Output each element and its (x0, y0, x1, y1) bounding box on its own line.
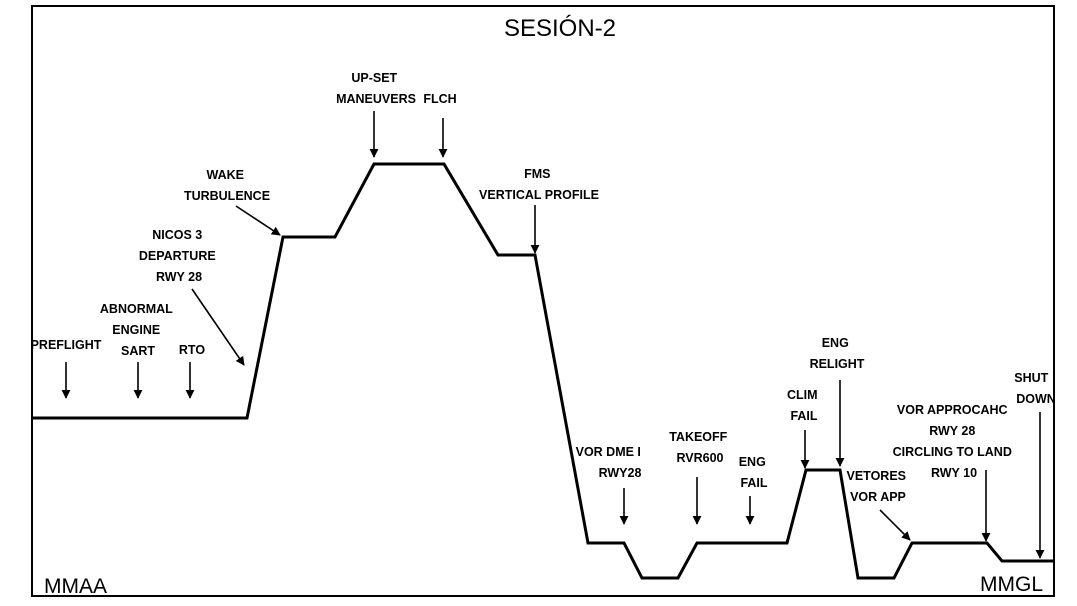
preflight-label: PREFLIGHT (31, 338, 102, 352)
vetores-label: VETORES VOR APP (847, 469, 910, 504)
flch-label: FLCH (423, 92, 456, 106)
rto-label: RTO (179, 343, 205, 357)
clim-fail-label: CLIM FAIL (787, 388, 821, 423)
diagram-title: SESIÓN-2 (504, 15, 616, 42)
flight-profile-line (33, 162, 1055, 580)
fms-label: FMS VERTICAL PROFILE (479, 167, 599, 202)
destination-label: MMGL (980, 573, 1043, 596)
shutdown-label: SHUT DOWN (1014, 371, 1056, 406)
vetores-arrow (879, 509, 911, 541)
wake-turbulence-label: WAKE TURBULENCE (184, 168, 270, 203)
takeoff-label: TAKEOFF RVR600 (669, 430, 731, 465)
departure-label: NICOS 3 DEPARTURE RWY 28 (139, 228, 219, 284)
upset-label: UP-SET MANEUVERS (336, 71, 416, 106)
wake-turbulence-arrow (235, 205, 281, 236)
diagram-frame (31, 5, 1055, 597)
departure-arrow (191, 288, 245, 366)
eng-relight-label: ENG RELIGHT (810, 336, 865, 371)
vor-approach-label: VOR APPROCAHC RWY 28 CIRCLING TO LAND RW… (893, 403, 1016, 480)
engine-start-label: ABNORMAL ENGINE SART (100, 302, 176, 358)
eng-fail-label: ENG FAIL (739, 455, 770, 490)
origin-label: MMAA (44, 575, 107, 598)
vor-dme-label: VOR DME I RWY28 (576, 445, 645, 480)
